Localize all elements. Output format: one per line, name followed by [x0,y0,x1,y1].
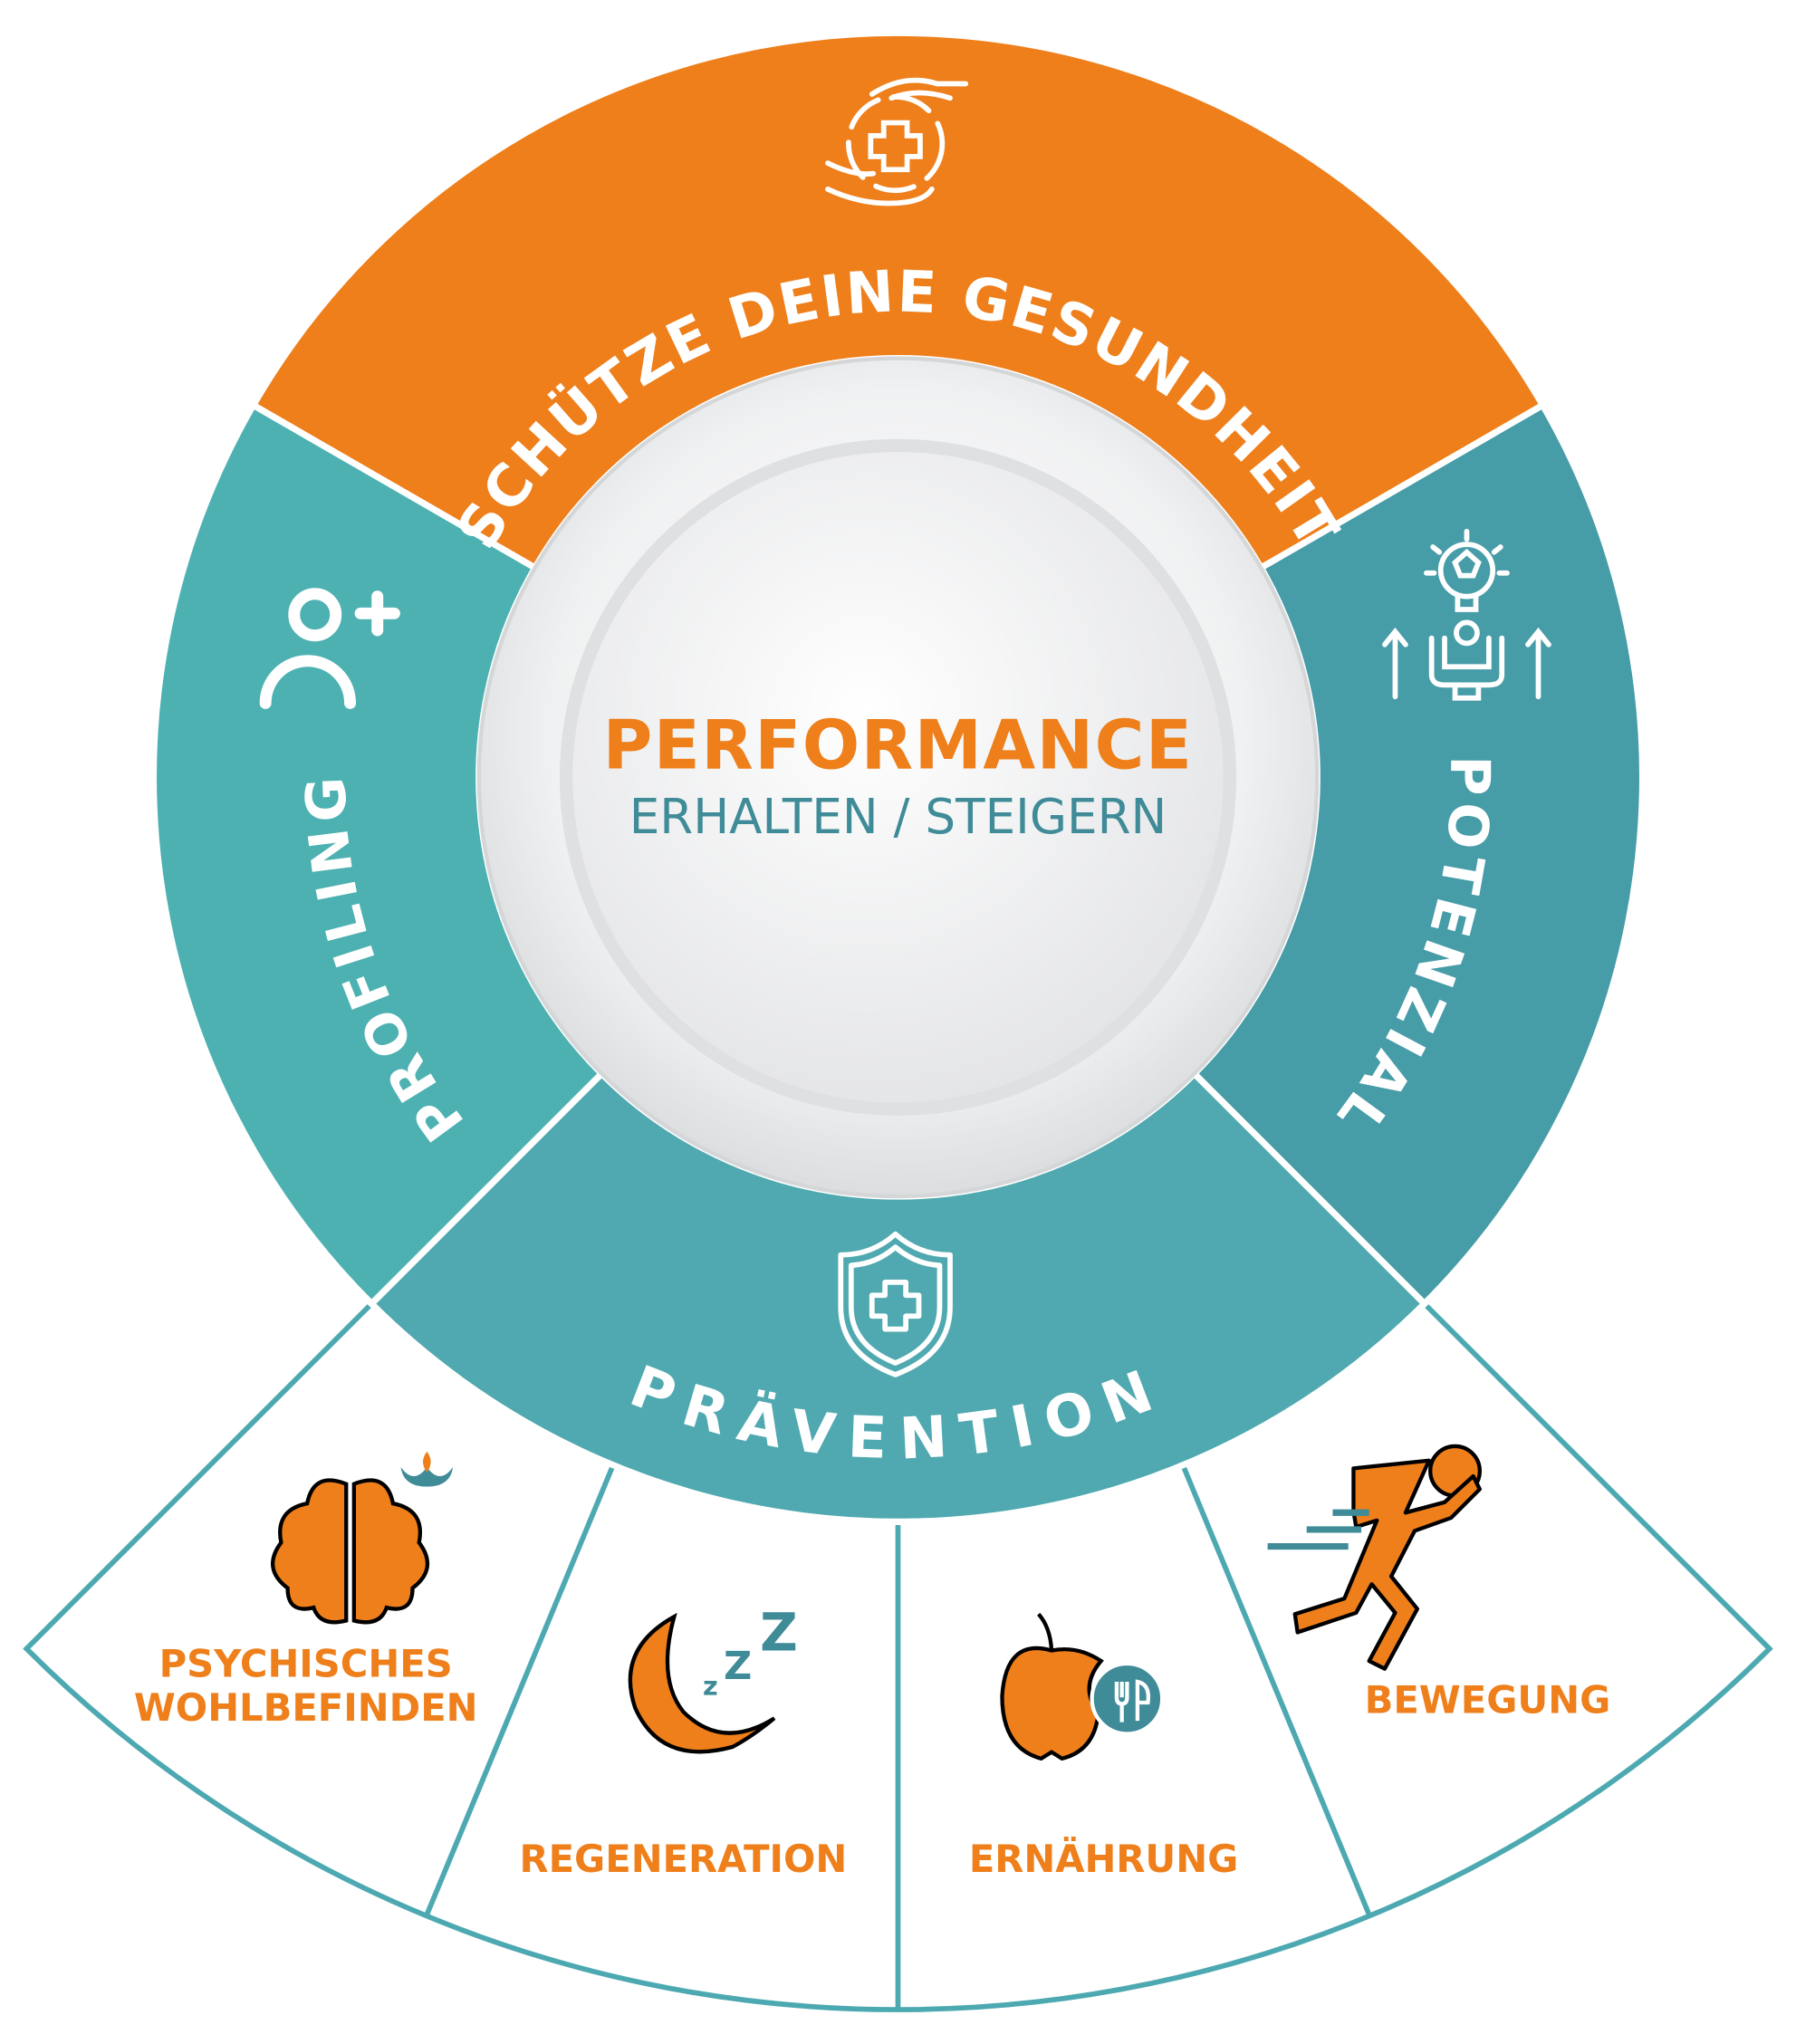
running-person-icon [1267,1444,1482,1671]
area-label-psychisches-line1: PSYCHISCHES [159,1641,453,1685]
apple-cutlery-icon [1000,1612,1165,1761]
prevention-fan [23,1300,1773,2012]
area-label-psychisches-line2: WOHLBEFINDEN [134,1685,478,1730]
lightbulb-growth-icon [1382,528,1551,701]
area-label-ernaehrung: ERNÄHRUNG [969,1837,1238,1881]
svg-text:Z: Z [724,1644,752,1689]
svg-text:Z: Z [760,1603,798,1664]
fan-divider [1180,1463,1372,1917]
svg-text:z: z [703,1670,718,1701]
moon-sleep-icon: z Z Z [628,1603,798,1754]
brain-lotus-icon [271,1451,454,1625]
area-label-regeneration: REGENERATION [520,1837,848,1881]
add-person-icon [259,588,400,709]
hands-medical-cross-icon [825,77,969,206]
center-disc: PERFORMANCE ERHALTEN / STEIGERN [476,356,1320,1199]
shield-medical-cross-icon [838,1231,953,1377]
center-subtitle: ERHALTEN / STEIGERN [629,789,1167,845]
fan-divider [424,1463,616,1917]
area-label-bewegung: BEWEGUNG [1365,1678,1611,1723]
center-title: PERFORMANCE [603,705,1194,784]
